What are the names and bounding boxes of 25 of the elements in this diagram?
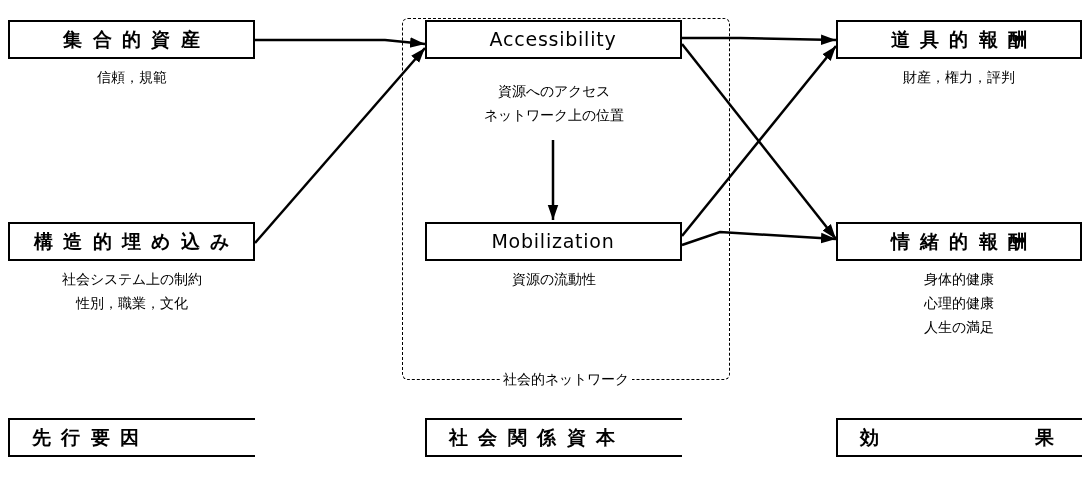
- concept-box: 情緒的報酬: [836, 222, 1082, 261]
- concept-box: 集合的資産: [8, 20, 255, 59]
- concept-box: Accessibility: [424, 19, 682, 59]
- concept-box: 構造的埋め込み: [8, 222, 255, 261]
- note-text: 性別，職業，文化: [75, 295, 188, 313]
- note-text: 人生の満足: [924, 319, 994, 337]
- note-text: 心理的健康: [924, 295, 994, 313]
- arrow: [681, 230, 837, 247]
- section-heading-box: 先行要因: [8, 418, 255, 457]
- arrow: [682, 34, 837, 45]
- note-text: 財産，権力，評判: [903, 69, 1015, 87]
- note-text: 資源の流動性: [511, 271, 596, 289]
- arrow: [547, 140, 559, 220]
- arrow: [255, 37, 426, 48]
- note-text: ネットワーク上の位置: [483, 107, 624, 125]
- group-label: 社会的ネットワーク: [500, 371, 632, 389]
- note-text: 信頼，規範: [96, 69, 167, 87]
- arrow: [254, 47, 426, 244]
- note-text: 社会システム上の制約: [61, 271, 202, 289]
- section-heading-box: 社会関係資本: [425, 418, 682, 457]
- concept-box: Mobilization: [424, 221, 682, 261]
- concept-box: 道具的報酬: [836, 20, 1082, 59]
- section-heading-box: 効果: [836, 418, 1082, 457]
- note-text: 身体的健康: [924, 271, 994, 289]
- note-text: 資源へのアクセス: [497, 83, 610, 101]
